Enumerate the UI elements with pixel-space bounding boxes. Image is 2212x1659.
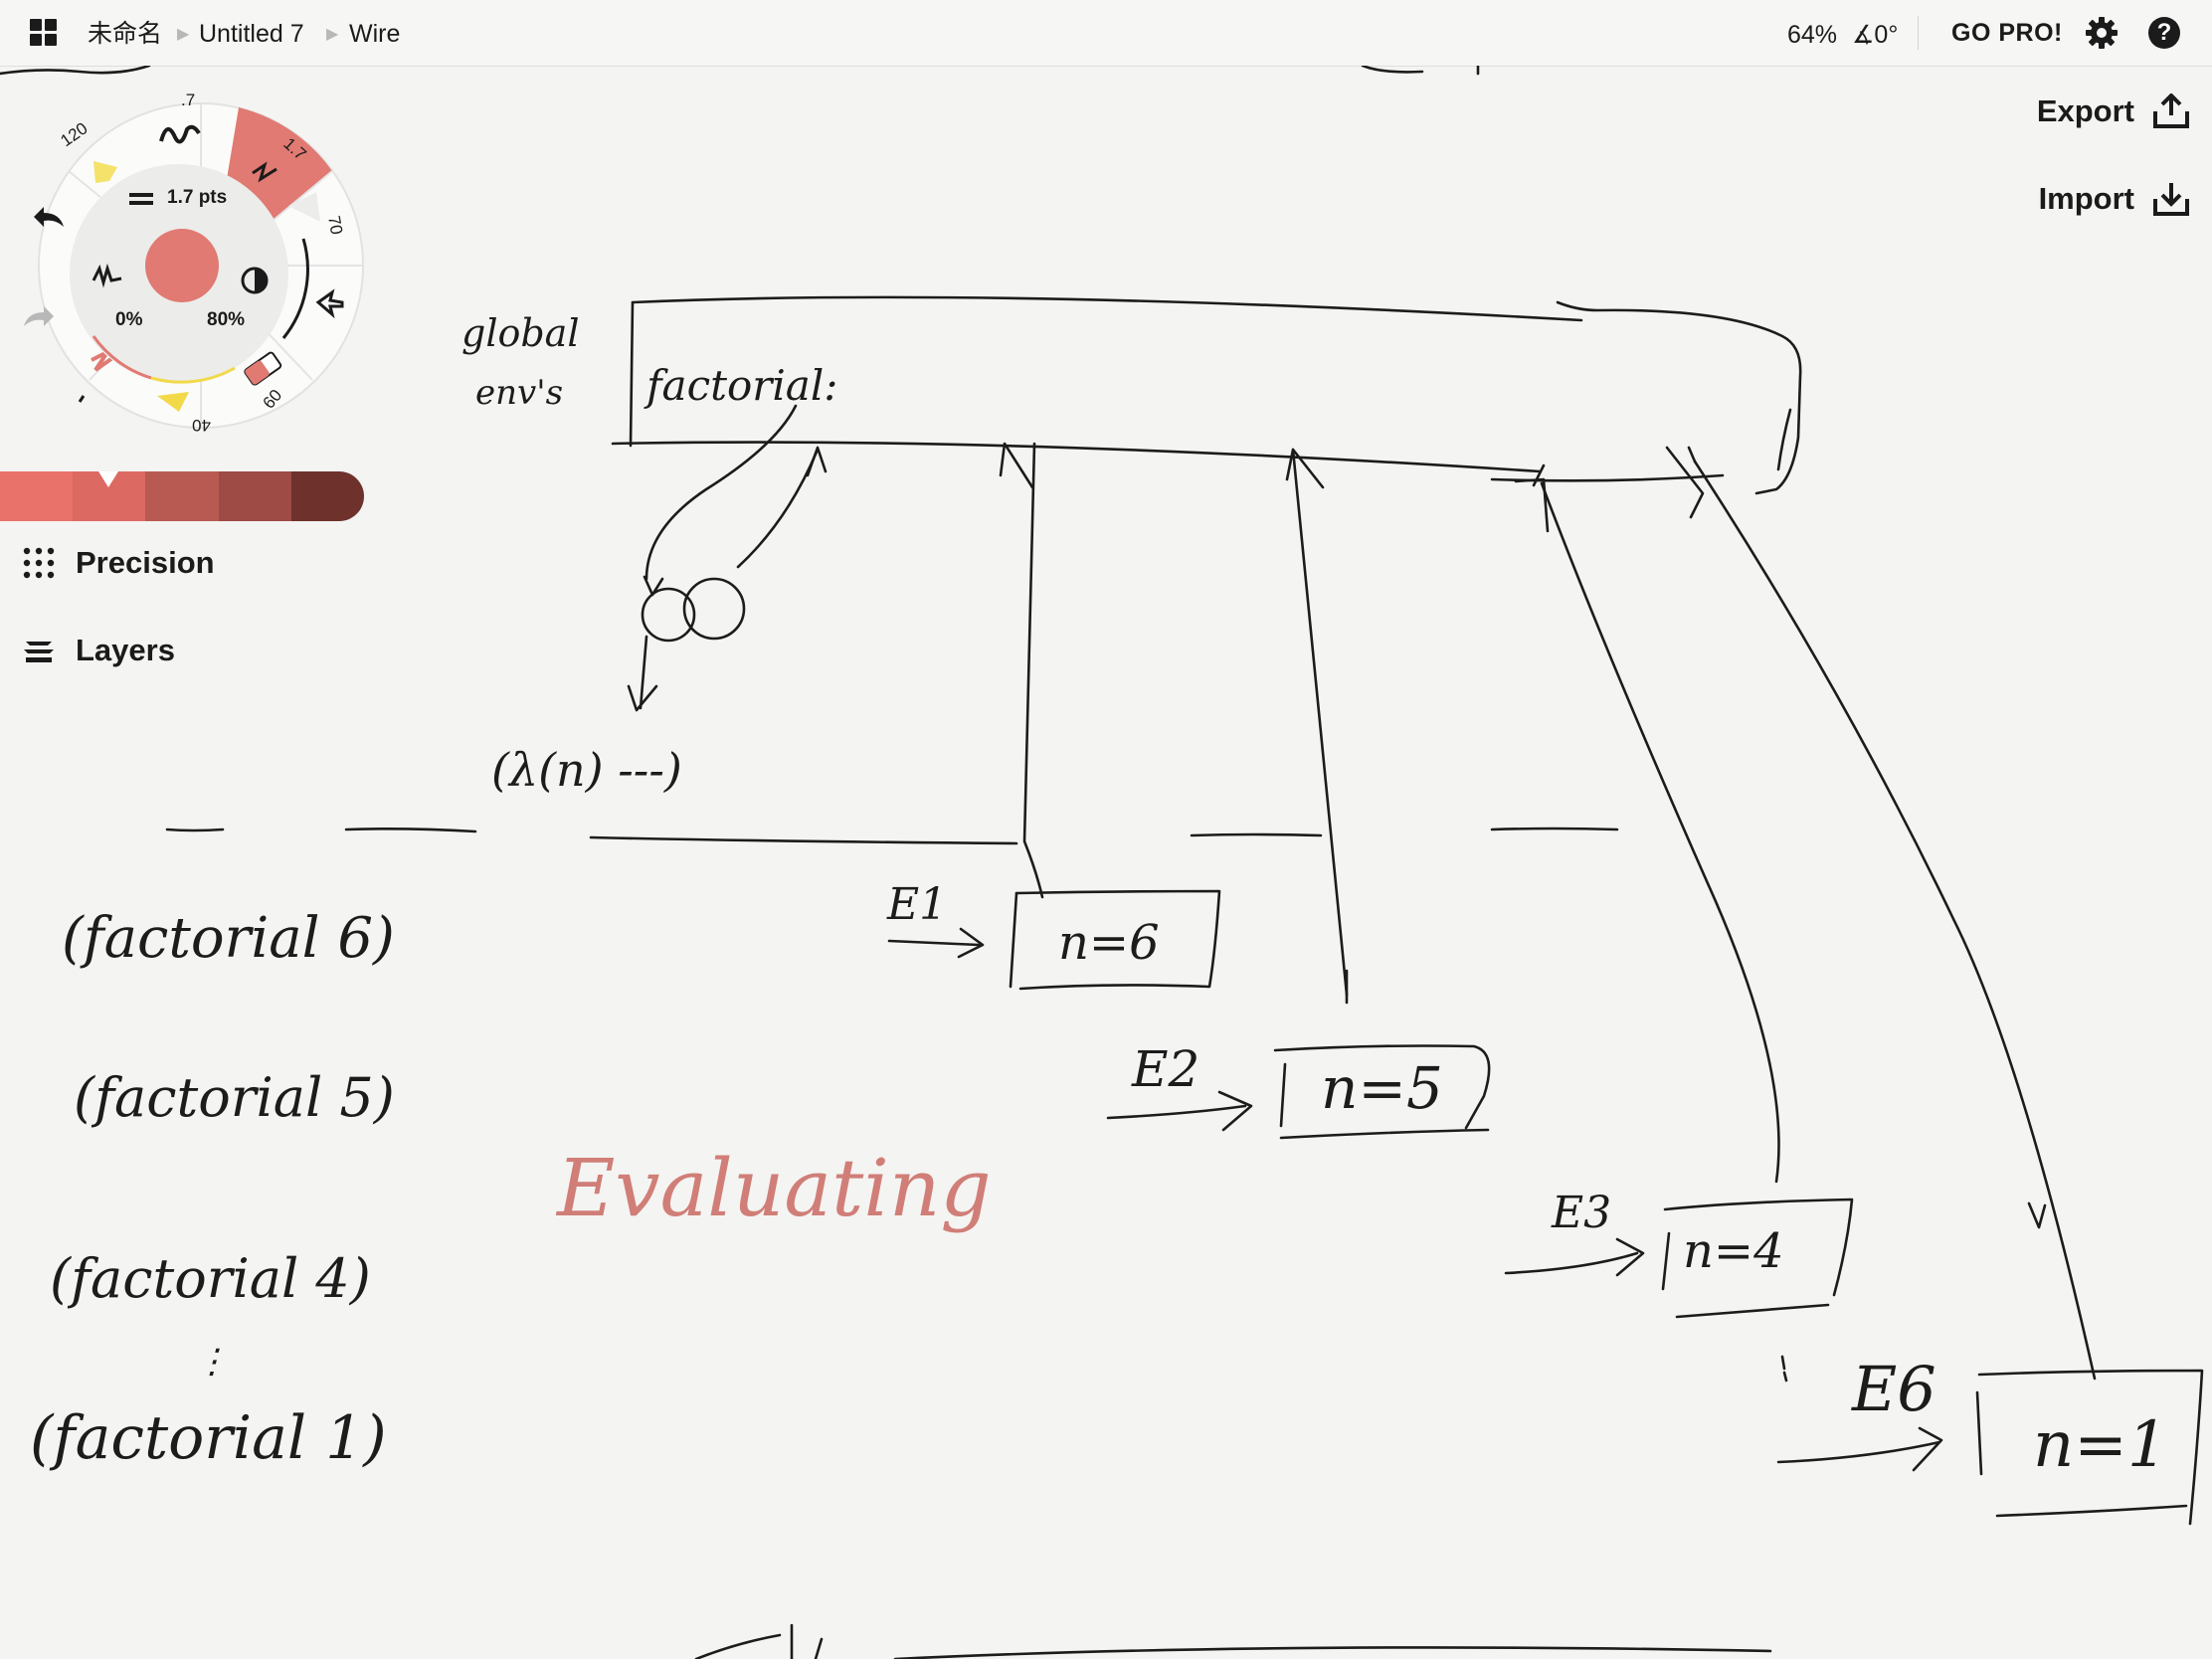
- export-button[interactable]: Export: [2037, 90, 2190, 133]
- brush-preset[interactable]: 40: [157, 392, 211, 435]
- frame-binding-e2: n=5: [1321, 1054, 1443, 1122]
- precision-menu[interactable]: Precision: [22, 541, 215, 585]
- gallery-grid-icon[interactable]: [30, 19, 58, 47]
- import-button[interactable]: Import: [2039, 177, 2190, 221]
- opacity-readout: 80%: [207, 309, 245, 330]
- smoothing-icon[interactable]: [92, 263, 122, 288]
- continuation-dots: ⋮: [195, 1342, 229, 1382]
- export-label: Export: [2036, 93, 2134, 128]
- env-label-e2: E2: [1131, 1040, 1199, 1098]
- call-expression: (factorial 4): [50, 1247, 371, 1310]
- preset-label: 40: [192, 416, 211, 435]
- breadcrumb-gallery[interactable]: 未命名: [88, 20, 163, 48]
- color-palette[interactable]: [0, 471, 364, 521]
- settings-gear-icon[interactable]: [2085, 16, 2119, 50]
- breadcrumb-chevron-icon: ▶: [177, 26, 190, 43]
- redo-icon[interactable]: [24, 306, 54, 326]
- preset-label: .7: [181, 91, 195, 109]
- palette-selected-indicator-icon: [98, 471, 118, 487]
- zoom-rotation-readout[interactable]: 64% ∡0°: [1787, 20, 1898, 50]
- rotation-level: ∡0°: [1852, 21, 1899, 49]
- color-swatch[interactable]: [145, 229, 219, 302]
- help-icon[interactable]: ?: [2148, 17, 2180, 49]
- tool-wheel[interactable]: 1.7 .7 120 70 60: [22, 82, 370, 450]
- evaluating-annotation: Evaluating: [555, 1142, 992, 1234]
- env-label-e1: E1: [886, 879, 947, 930]
- preset-label: 70: [324, 214, 346, 236]
- select-arrow-icon[interactable]: [315, 288, 344, 319]
- layers-label: Layers: [76, 633, 175, 667]
- call-expression: (factorial 5): [74, 1066, 395, 1129]
- drawing-canvas[interactable]: global env's factorial: (λ(n) ---) E1 E2…: [0, 66, 2212, 1659]
- ink-layer: global env's factorial: (λ(n) ---) E1 E2…: [0, 66, 2204, 1659]
- breadcrumb-chevron-icon: ▶: [326, 26, 339, 43]
- brush-size-readout: 1.7 pts: [167, 187, 227, 208]
- frame-binding-e3: n=4: [1683, 1223, 1784, 1279]
- opacity-icon[interactable]: [241, 267, 269, 294]
- brush-preset[interactable]: 70: [288, 192, 346, 236]
- import-icon: [2153, 183, 2189, 216]
- brush-preset[interactable]: .7: [159, 91, 201, 144]
- call-expression: (factorial 6): [62, 906, 395, 971]
- divider: [1918, 16, 1919, 50]
- env-label-e6: E6: [1851, 1353, 1936, 1425]
- undo-icon[interactable]: [34, 207, 64, 227]
- top-bar: 未命名 ▶ Untitled 7 ▶ Wire 64% ∡0° GO PRO! …: [0, 0, 2212, 67]
- frame-binding-e1: n=6: [1058, 915, 1160, 971]
- export-icon: [2153, 93, 2189, 128]
- palette-swatch[interactable]: [145, 471, 219, 521]
- brush-preset[interactable]: [78, 346, 117, 403]
- binding-label: factorial:: [644, 361, 837, 410]
- breadcrumb-layer[interactable]: Wire: [349, 20, 401, 48]
- precision-grid-icon: [23, 547, 55, 579]
- import-label: Import: [2038, 181, 2134, 216]
- palette-swatch[interactable]: [290, 471, 364, 521]
- lambda-label: (λ(n) ---): [491, 743, 682, 797]
- go-pro-button[interactable]: GO PRO!: [1951, 19, 2063, 47]
- layers-icon: [24, 642, 54, 662]
- precision-label: Precision: [76, 545, 215, 580]
- palette-swatch[interactable]: [0, 471, 74, 521]
- breadcrumb-drawing[interactable]: Untitled 7: [199, 20, 304, 48]
- zoom-level: 64%: [1787, 21, 1838, 49]
- palette-swatch[interactable]: [218, 471, 291, 521]
- layers-menu[interactable]: Layers: [22, 629, 175, 672]
- global-env-label: env's: [475, 373, 563, 413]
- env-label-e3: E3: [1551, 1188, 1611, 1238]
- global-env-label: global: [461, 311, 580, 355]
- frame-binding-e6: n=1: [2033, 1408, 2168, 1482]
- call-expression: (factorial 1): [30, 1403, 387, 1473]
- smoothing-readout: 0%: [115, 309, 143, 330]
